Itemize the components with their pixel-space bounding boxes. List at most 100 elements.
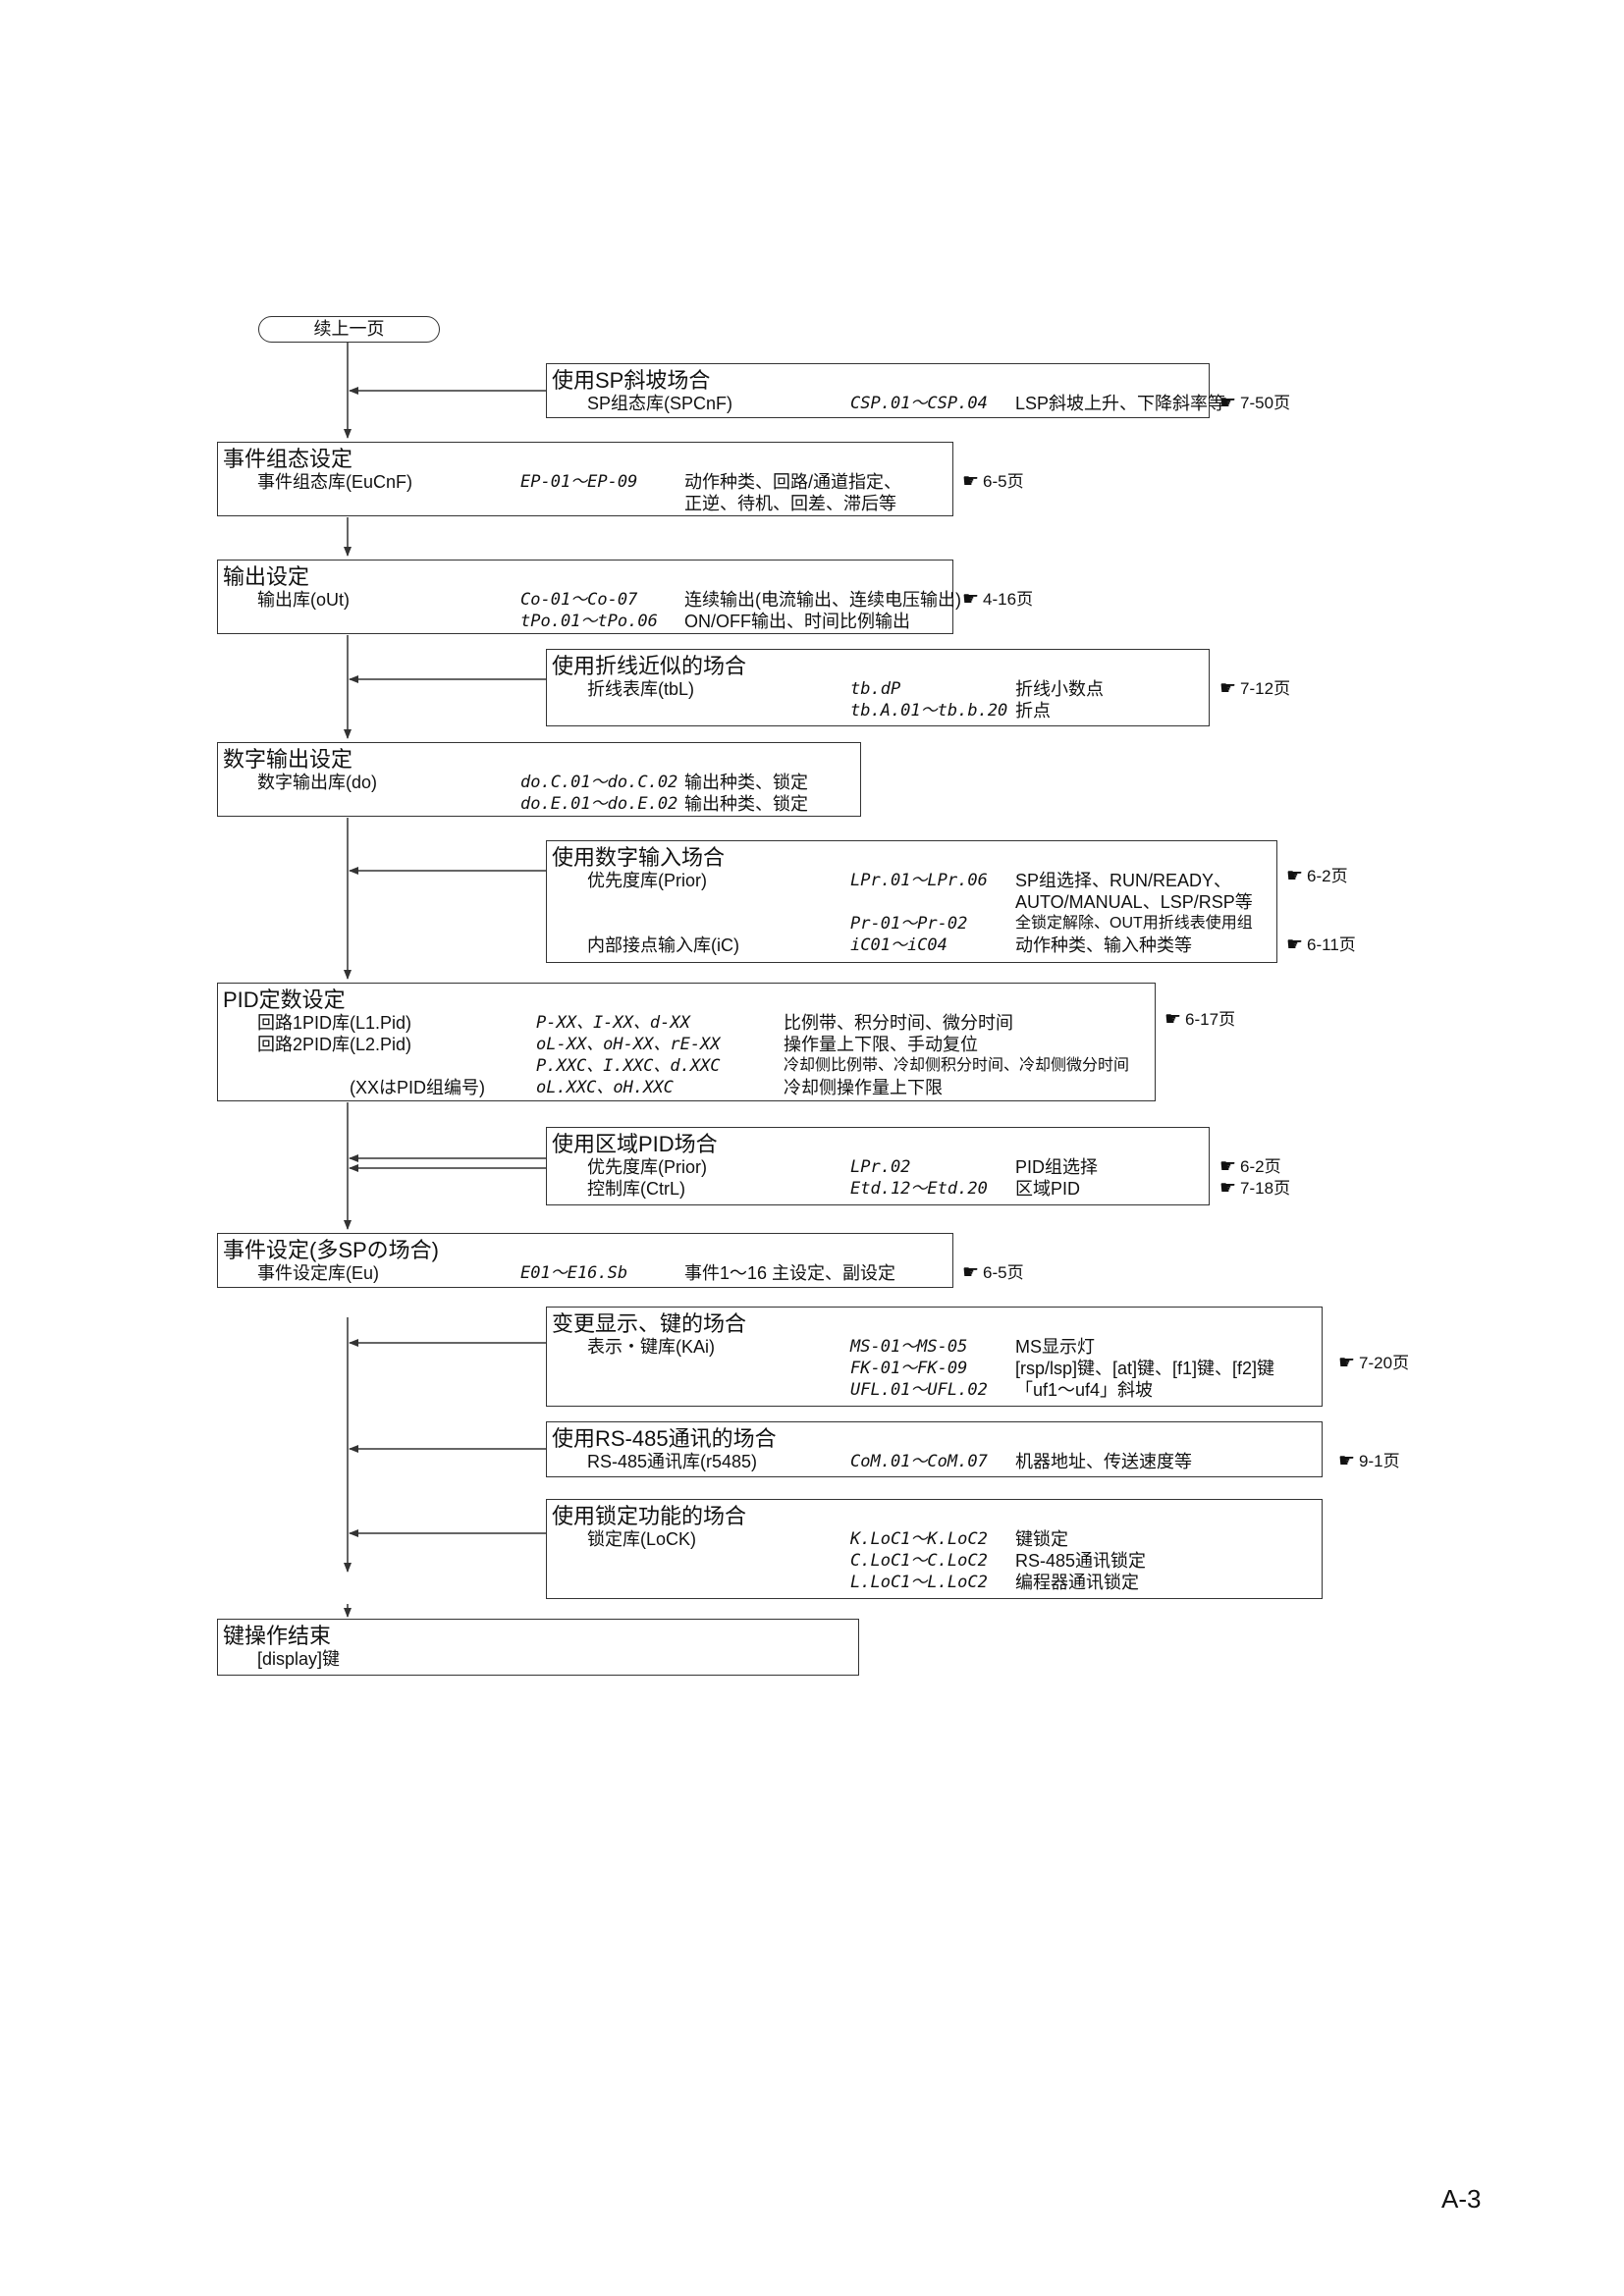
display-key-box	[546, 1307, 1323, 1407]
output-setting-desc2: ON/OFF输出、时间比例输出	[684, 612, 910, 631]
zone-pid-title: 使用区域PID场合	[552, 1132, 718, 1156]
linearization-desc1: 折线小数点	[1015, 679, 1104, 699]
pid-constant-desc2: 操作量上下限、手动复位	[784, 1035, 978, 1054]
digital-input-desc3: 全锁定解除、OUT用折线表使用组	[1015, 915, 1253, 932]
linearization-title: 使用折线近似的场合	[552, 654, 747, 678]
zone-pid-ref1[interactable]: ☛6-2页	[1219, 1156, 1281, 1178]
zone-pid-code1: LPr.02	[850, 1157, 911, 1177]
ref-page: 7-12页	[1240, 679, 1291, 698]
event-config-title: 事件组态设定	[223, 447, 353, 471]
pointing-hand-icon: ☛	[1219, 393, 1237, 413]
rs485-box	[546, 1421, 1323, 1477]
digital-output-title: 数字输出设定	[223, 747, 353, 772]
rs485-ref[interactable]: ☛9-1页	[1338, 1451, 1400, 1472]
zone-pid-code2: Etd.12～Etd.20	[850, 1179, 988, 1199]
display-key-code1: MS-01～MS-05	[850, 1337, 968, 1357]
event-config-bank: 事件组态库(EuCnF)	[257, 472, 413, 492]
lock-function-bank: 锁定库(LoCK)	[587, 1529, 697, 1549]
digital-output-code2: do.E.01～do.E.02	[520, 794, 678, 814]
digital-output-bank: 数字输出库(do)	[257, 773, 378, 792]
lock-function-title: 使用锁定功能的场合	[552, 1504, 747, 1528]
start-capsule: 续上一页	[258, 316, 440, 343]
pid-constant-code4: oL.XXC、oH.XXC	[536, 1078, 674, 1097]
digital-input-code3: iC01～iC04	[850, 935, 947, 955]
start-label: 续上一页	[313, 319, 385, 339]
pointing-hand-icon: ☛	[1164, 1009, 1182, 1030]
digital-input-desc1: SP组选择、RUN/READY、	[1015, 871, 1232, 890]
digital-input-bank1: 优先度库(Prior)	[587, 871, 707, 890]
event-config-desc1: 动作种类、回路/通道指定、	[684, 472, 901, 492]
pid-constant-bank2: 回路2PID库(L2.Pid)	[257, 1035, 412, 1054]
display-key-desc3: 「uf1～uf4」斜坡	[1015, 1380, 1154, 1400]
zone-pid-ref2[interactable]: ☛7-18页	[1219, 1178, 1290, 1200]
pointing-hand-icon: ☛	[1286, 866, 1304, 886]
lock-function-code3: L.LoC1～L.LoC2	[850, 1573, 988, 1592]
event-config-ref[interactable]: ☛6-5页	[962, 471, 1024, 493]
ref-page: 6-5页	[983, 472, 1024, 491]
event-setting-box	[217, 1233, 953, 1288]
sp-ramp-desc: LSP斜坡上升、下降斜率等	[1015, 394, 1226, 413]
event-config-box	[217, 442, 953, 516]
ref-page: 9-1页	[1359, 1452, 1400, 1470]
event-setting-bank: 事件设定库(Eu)	[257, 1263, 380, 1283]
display-key-code2: FK-01～FK-09	[850, 1359, 968, 1378]
digital-input-desc2: AUTO/MANUAL、LSP/RSP等	[1015, 892, 1253, 912]
output-setting-bank: 输出库(oUt)	[257, 590, 350, 610]
output-setting-code1: Co-01～Co-07	[520, 590, 638, 610]
pid-constant-desc4: 冷却侧操作量上下限	[784, 1078, 943, 1097]
display-key-code3: UFL.01～UFL.02	[850, 1380, 988, 1400]
pointing-hand-icon: ☛	[962, 1262, 980, 1283]
linearization-box	[546, 649, 1210, 726]
ref-page: 6-17页	[1185, 1010, 1236, 1029]
display-key-desc2: [rsp/lsp]键、[at]键、[f1]键、[f2]键	[1015, 1359, 1275, 1378]
output-setting-ref[interactable]: ☛4-16页	[962, 589, 1033, 611]
pointing-hand-icon: ☛	[1338, 1353, 1356, 1373]
pid-constant-title: PID定数设定	[223, 988, 346, 1012]
sp-ramp-code: CSP.01～CSP.04	[850, 394, 988, 413]
digital-input-box	[546, 840, 1277, 963]
sp-ramp-ref[interactable]: ☛7-50页	[1219, 393, 1290, 414]
lock-function-box	[546, 1499, 1323, 1599]
pointing-hand-icon: ☛	[1219, 678, 1237, 699]
pid-constant-ref[interactable]: ☛6-17页	[1164, 1009, 1235, 1031]
output-setting-title: 输出设定	[223, 564, 310, 589]
display-key-desc1: MS显示灯	[1015, 1337, 1095, 1357]
pid-constant-note: (XXはPID组编号)	[350, 1078, 486, 1097]
pid-constant-desc3: 冷却侧比例带、冷却侧积分时间、冷却侧微分时间	[784, 1057, 1130, 1074]
event-setting-ref[interactable]: ☛6-5页	[962, 1262, 1024, 1284]
digital-input-code1: LPr.01～LPr.06	[850, 871, 988, 890]
lock-function-desc2: RS-485通讯锁定	[1015, 1551, 1147, 1571]
event-config-desc2: 正逆、待机、回差、滞后等	[684, 494, 896, 513]
ref-page: 6-2页	[1240, 1157, 1281, 1176]
output-setting-code2: tPo.01～tPo.06	[520, 612, 658, 631]
digital-input-ref1[interactable]: ☛6-2页	[1286, 866, 1348, 887]
output-setting-box	[217, 560, 953, 634]
event-setting-desc: 事件1～16 主设定、副设定	[684, 1263, 896, 1283]
linearization-code2: tb.A.01～tb.b.20	[850, 701, 1008, 721]
page-number: A-3	[1441, 2184, 1482, 2214]
rs485-desc: 机器地址、传送速度等	[1015, 1452, 1192, 1471]
linearization-ref[interactable]: ☛7-12页	[1219, 678, 1290, 700]
zone-pid-box	[546, 1127, 1210, 1205]
key-operation-end-box	[217, 1619, 859, 1676]
output-setting-desc1: 连续输出(电流输出、连续电压输出)	[684, 590, 961, 610]
ref-page: 6-5页	[983, 1263, 1024, 1282]
display-key-ref[interactable]: ☛7-20页	[1338, 1353, 1409, 1374]
pid-constant-code1: P-XX、I-XX、d-XX	[536, 1013, 690, 1033]
digital-input-ref2[interactable]: ☛6-11页	[1286, 934, 1356, 956]
digital-input-desc4: 动作种类、输入种类等	[1015, 935, 1192, 955]
pointing-hand-icon: ☛	[1286, 934, 1304, 955]
event-setting-title: 事件设定(多SPの场合)	[223, 1238, 440, 1262]
lock-function-code2: C.LoC1～C.LoC2	[850, 1551, 988, 1571]
sp-ramp-bank: SP组态库(SPCnF)	[587, 394, 733, 413]
display-key-bank: 表示・键库(KAi)	[587, 1337, 715, 1357]
digital-input-bank2: 内部接点输入库(iC)	[587, 935, 739, 955]
pointing-hand-icon: ☛	[1338, 1451, 1356, 1471]
event-config-code: EP-01～EP-09	[520, 472, 638, 492]
pointing-hand-icon: ☛	[1219, 1156, 1237, 1177]
digital-output-desc2: 输出种类、锁定	[684, 794, 808, 814]
digital-output-desc1: 输出种类、锁定	[684, 773, 808, 792]
digital-input-code2: Pr-01～Pr-02	[850, 914, 968, 934]
digital-output-box	[217, 742, 861, 817]
